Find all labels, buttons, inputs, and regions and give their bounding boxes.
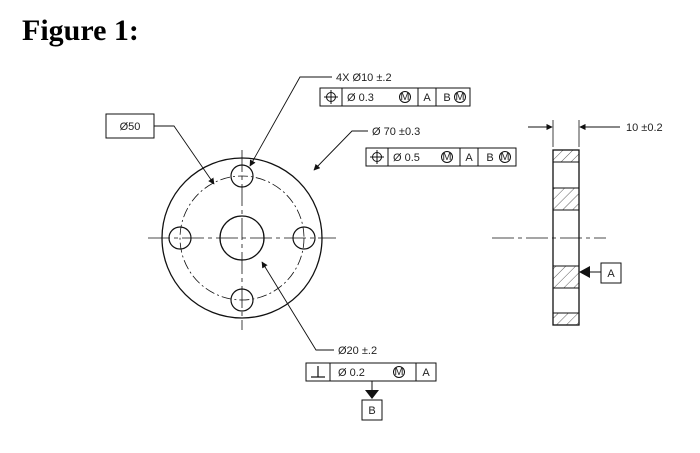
mmc-modifier-icon: M	[454, 91, 466, 103]
hole-position-frame: Ø 0.3 M A B M	[319, 87, 471, 107]
mmc-modifier-icon: M	[499, 151, 511, 163]
bolt-circle-datum-b: B	[486, 152, 493, 164]
section-lower-hatch	[553, 266, 579, 288]
datum-a-label: A	[607, 268, 615, 280]
datum-a-feature: A	[579, 262, 622, 284]
section-lower-hatch	[553, 313, 579, 325]
svg-text:M: M	[455, 91, 464, 103]
center-hole-label: Ø20 ±.2	[338, 345, 377, 357]
hole-datum-b: B	[443, 92, 450, 104]
svg-text:M: M	[500, 151, 509, 163]
hole-callout-label: 4X Ø10 ±.2	[336, 72, 392, 84]
outer-diameter-label: Ø50	[120, 121, 141, 133]
perpendicularity-symbol-icon	[311, 366, 325, 378]
bolt-circle-datum-a: A	[465, 152, 473, 164]
section-upper-hatch	[553, 150, 579, 162]
center-hole-callout: Ø20 ±.2 Ø 0.2 M A B	[261, 261, 437, 421]
datum-triangle-icon	[579, 266, 590, 278]
position-symbol-icon	[324, 90, 338, 104]
datum-triangle-icon	[365, 390, 379, 399]
thickness-dimension: 10 ±0.2	[528, 120, 663, 147]
bolt-circle-callout: Ø 70 ±0.3 Ø 0.5 M A B M	[313, 126, 517, 171]
bolt-circle-position-frame: Ø 0.5 M A B M	[365, 147, 517, 167]
bolt-circle-label: Ø 70 ±0.3	[372, 126, 420, 138]
mmc-modifier-icon: M	[399, 91, 411, 103]
hole-callout: 4X Ø10 ±.2 Ø 0.3 M A B M	[249, 72, 471, 167]
perpendicularity-frame: Ø 0.2 M A	[305, 362, 437, 382]
mmc-modifier-icon: M	[393, 366, 405, 378]
side-view: 10 ±0.2 A	[492, 120, 663, 326]
datum-b-feature: B	[361, 381, 383, 421]
flange-side-outline	[552, 149, 580, 326]
position-symbol-icon	[370, 150, 384, 164]
svg-text:M: M	[394, 366, 403, 378]
center-hole-tolerance: Ø 0.2	[338, 367, 365, 379]
front-view	[148, 150, 336, 330]
section-upper-hatch	[553, 188, 579, 210]
svg-text:M: M	[442, 151, 451, 163]
hole-tolerance: Ø 0.3	[347, 92, 374, 104]
figure-title: Figure 1:	[22, 14, 139, 47]
svg-text:M: M	[400, 91, 409, 103]
bolt-circle-tolerance: Ø 0.5	[393, 152, 420, 164]
center-hole-datum-a: A	[422, 367, 430, 379]
datum-b-label: B	[368, 405, 375, 417]
hole-datum-a: A	[423, 92, 431, 104]
mmc-modifier-icon: M	[441, 151, 453, 163]
outer-diameter-callout: Ø50	[105, 113, 215, 185]
thickness-label: 10 ±0.2	[626, 122, 663, 134]
